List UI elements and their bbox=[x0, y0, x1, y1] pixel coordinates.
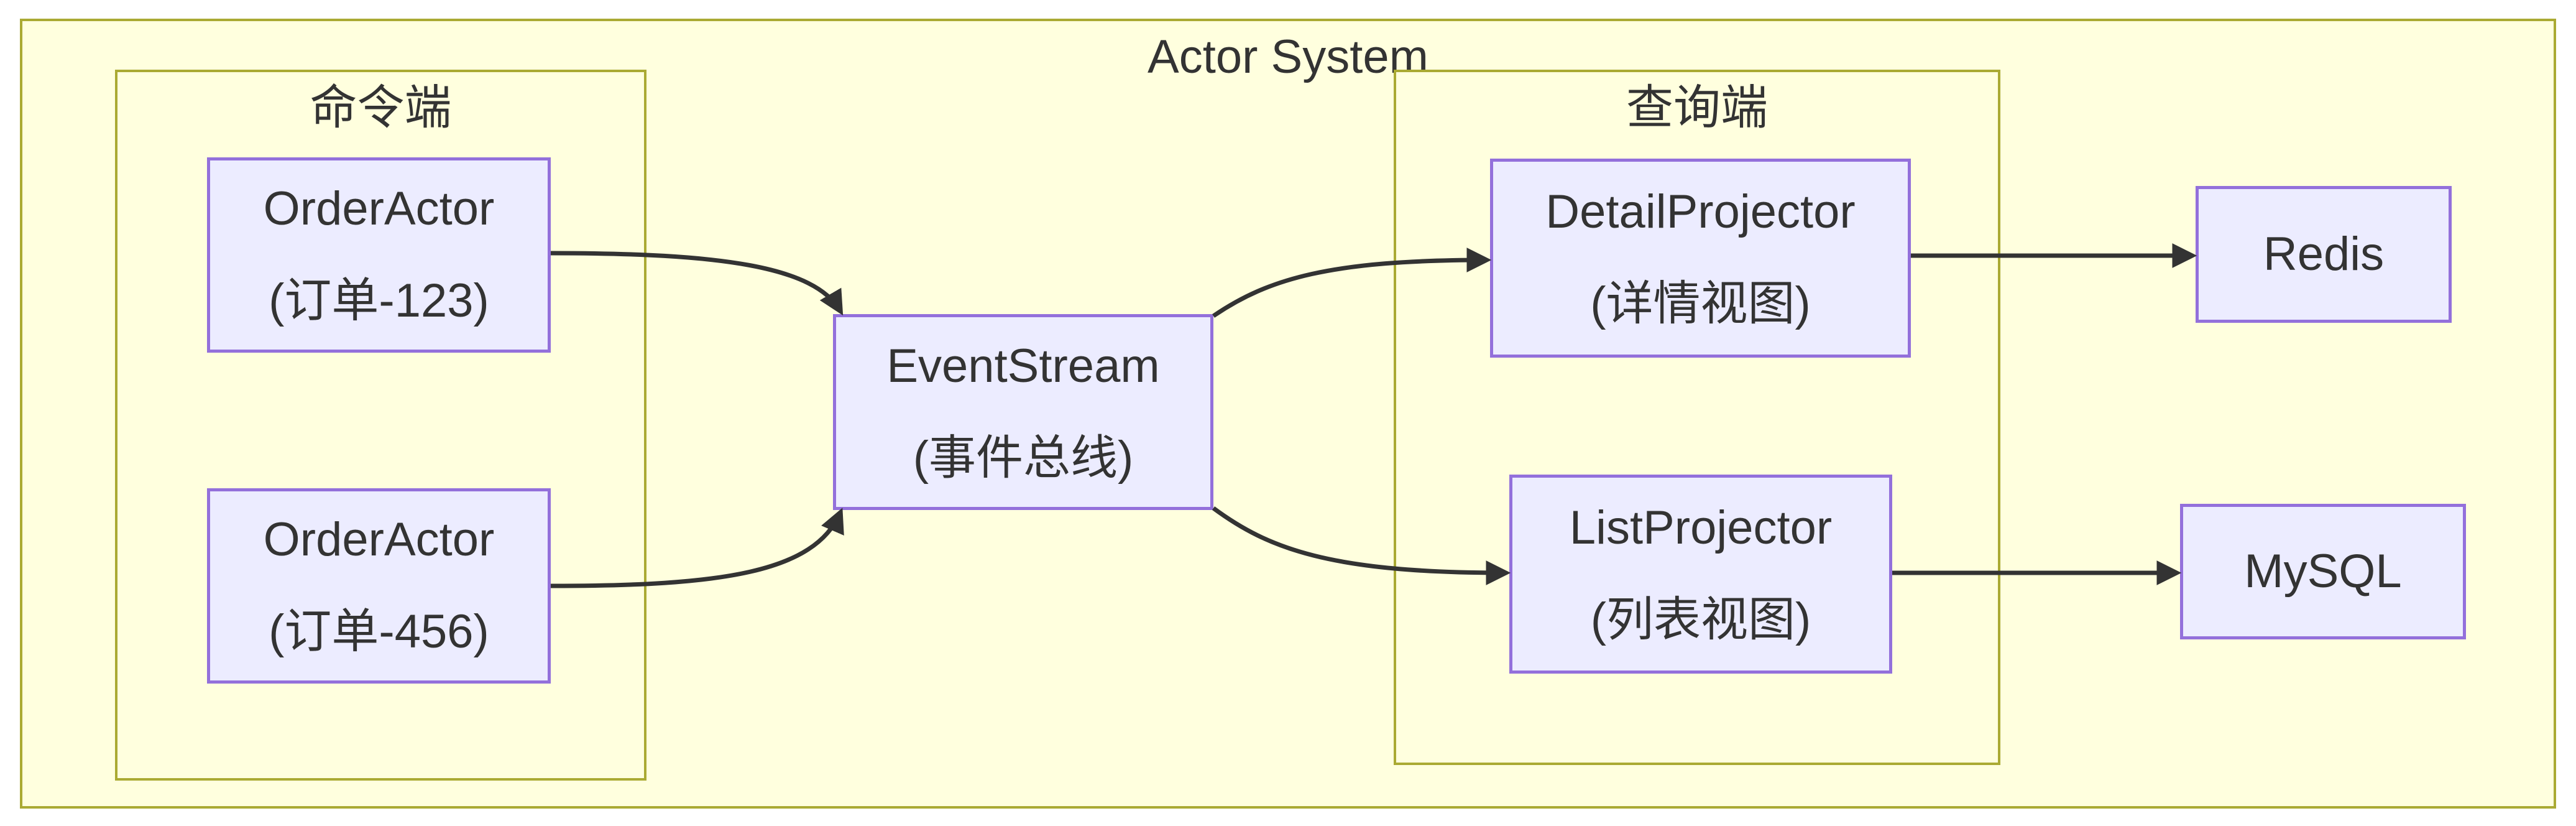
node-event-stream-line1: EventStream bbox=[886, 339, 1160, 392]
node-order-actor-123: OrderActor (订单-123) bbox=[207, 157, 551, 353]
node-order-actor-456-line1: OrderActor bbox=[263, 513, 495, 566]
node-list-projector-line1: ListProjector bbox=[1569, 501, 1833, 554]
node-detail-projector-line1: DetailProjector bbox=[1545, 185, 1856, 238]
cluster-command-side-title: 命令端 bbox=[310, 81, 452, 134]
node-mysql-line1: MySQL bbox=[2244, 545, 2402, 598]
node-mysql: MySQL bbox=[2180, 504, 2466, 639]
node-redis-line1: Redis bbox=[2263, 228, 2385, 281]
node-event-stream-line2: (事件总线) bbox=[913, 431, 1134, 485]
node-order-actor-456: OrderActor (订单-456) bbox=[207, 488, 551, 684]
node-list-projector-line2: (列表视图) bbox=[1590, 593, 1811, 646]
cluster-query-side-title: 查询端 bbox=[1626, 81, 1768, 134]
node-redis: Redis bbox=[2196, 186, 2452, 323]
node-event-stream: EventStream (事件总线) bbox=[833, 314, 1213, 510]
node-list-projector: ListProjector (列表视图) bbox=[1509, 475, 1892, 674]
node-order-actor-123-line2: (订单-123) bbox=[269, 274, 489, 327]
cluster-actor-system-title: Actor System bbox=[1148, 30, 1428, 83]
node-detail-projector-line2: (详情视图) bbox=[1590, 277, 1811, 330]
node-order-actor-456-line2: (订单-456) bbox=[269, 605, 489, 658]
node-detail-projector: DetailProjector (详情视图) bbox=[1490, 159, 1911, 358]
node-order-actor-123-line1: OrderActor bbox=[263, 182, 495, 235]
